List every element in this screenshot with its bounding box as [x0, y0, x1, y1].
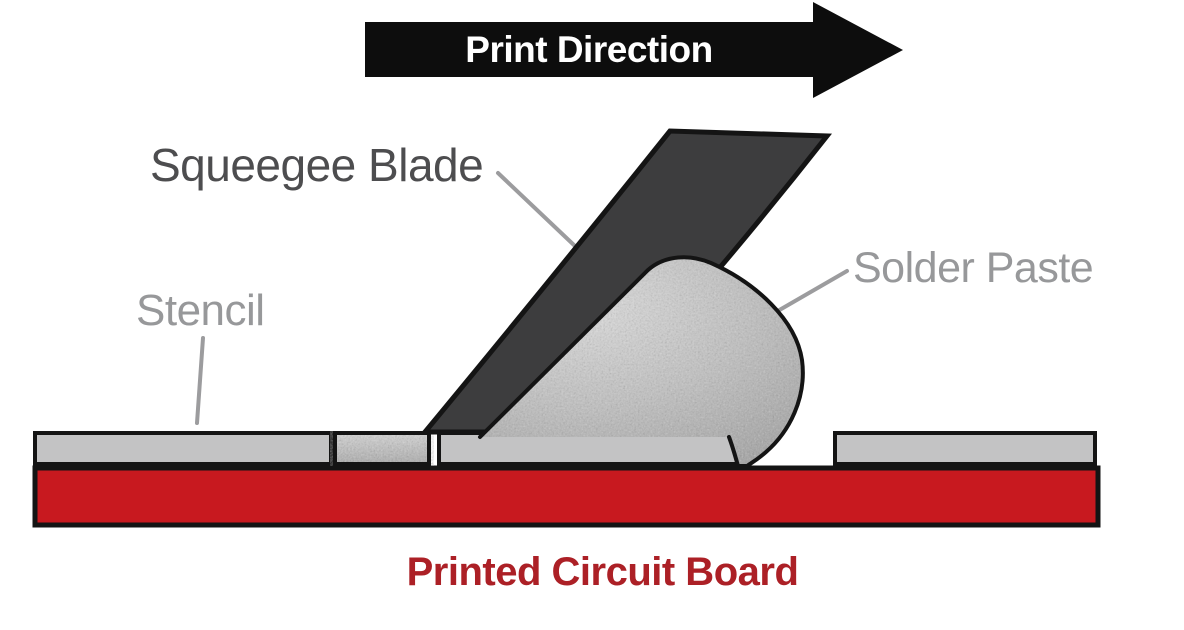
- filled-aperture-shape: [333, 431, 431, 466]
- solder-paste-leader-line: [774, 269, 849, 314]
- stencil-label: Stencil: [136, 286, 265, 335]
- squeegee-blade-label: Squeegee Blade: [150, 139, 484, 191]
- stencil-segment-right: [833, 431, 1097, 466]
- stencil-segment-left: [33, 431, 333, 466]
- squeegee-leader-line: [496, 171, 578, 249]
- pcb-label: Printed Circuit Board: [406, 550, 799, 594]
- print-direction-label: Print Direction: [465, 29, 713, 70]
- pcb-board-shape: [32, 465, 1101, 528]
- solder-paste-label: Solder Paste: [853, 244, 1094, 292]
- stencil-segment-middle: [437, 431, 745, 466]
- stencil-leader-line: [195, 336, 205, 425]
- print-direction-arrow-icon: [365, 2, 903, 98]
